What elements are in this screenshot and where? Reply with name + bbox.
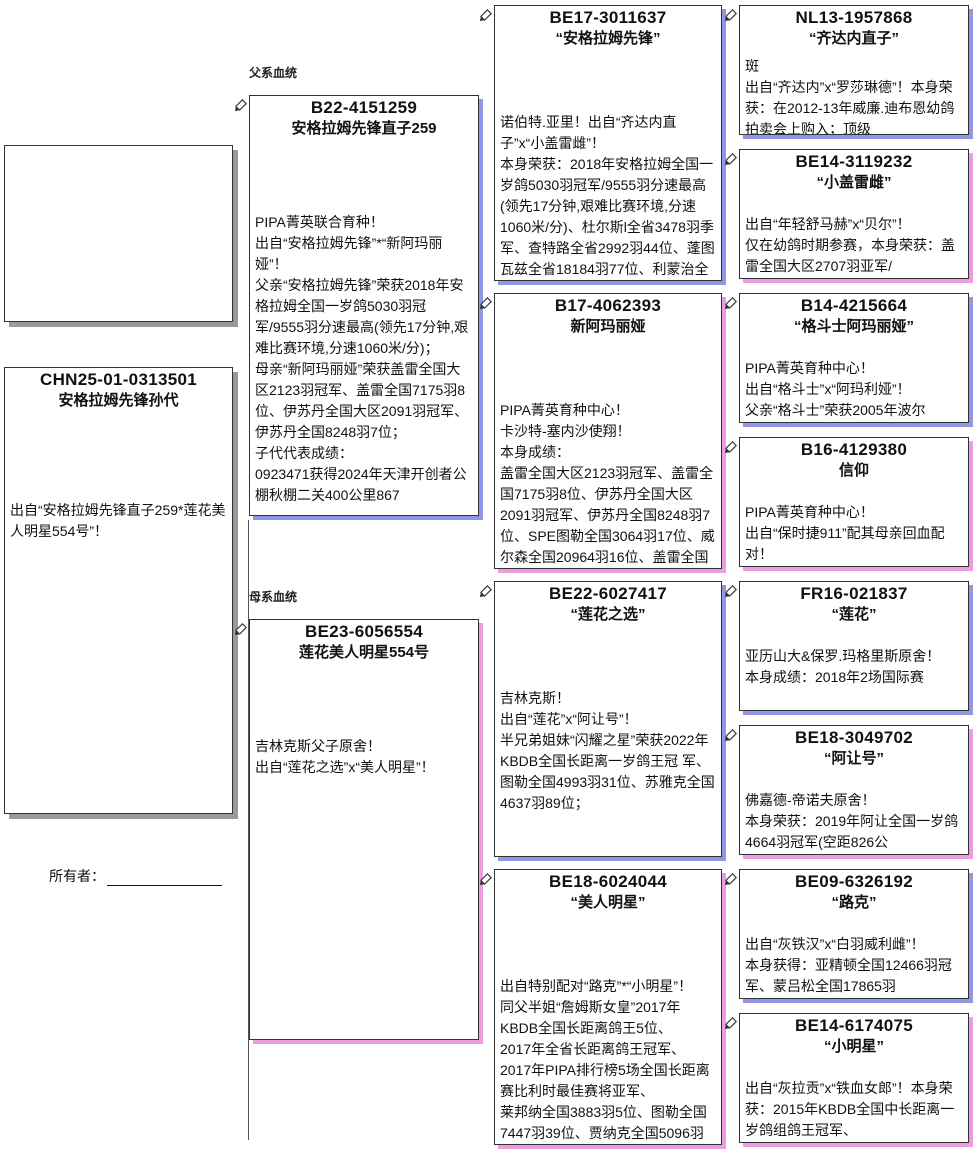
ring-number: B22-4151259: [310, 98, 418, 117]
ring-number: BE14-3119232: [795, 152, 913, 171]
photo-box[interactable]: [4, 145, 233, 322]
ring-number: BE17-3011637: [549, 8, 667, 27]
ring-number: BE18-3049702: [795, 728, 913, 747]
grandsire-maternal-card[interactable]: BE22-6027417 “莲花之选” 吉林克斯！ 出自“莲花”x“阿让号”！ 半兄…: [494, 581, 722, 857]
great-grandparent-card[interactable]: BE09-6326192 “路克” 出自“灰铁汉”x“白羽威利雌”！ 本身获得：亚精…: [739, 869, 969, 999]
subject-card[interactable]: CHN25-01-0313501 安格拉姆先锋孙代出自“安格拉姆先锋直子259*莲…: [4, 367, 233, 814]
great-grandparent-card[interactable]: BE14-3119232 “小盖雷雌” 出自“年轻舒马赫”x“贝尔”！ 仅在幼鸽时期…: [739, 149, 969, 279]
pigeon-name: “莲花”: [831, 606, 877, 623]
pigeon-name: 新阿玛丽娅: [570, 318, 646, 335]
pigeon-description: 吉林克斯！ 出自“莲花”x“阿让号”！ 半兄弟姐妹“闪耀之星”荣获2022年KB…: [500, 690, 715, 811]
pigeon-description: 佛嘉德-帝诺夫原舍！ 本身荣获：2019年阿让全国一岁鸽4664羽冠军(空距82…: [745, 792, 959, 850]
owner-label: 所有者：: [49, 868, 105, 884]
edit-pencil-icon[interactable]: [479, 871, 494, 886]
sire-line-label: 父系血统: [249, 66, 298, 80]
dam-card[interactable]: BE23-6056554 莲花美人明星554号吉林克斯父子原舍！ 出自“莲花之选”…: [249, 619, 479, 1040]
ring-number: BE18-6024044: [549, 872, 667, 891]
ring-number: CHN25-01-0313501: [40, 370, 197, 389]
owner-underline[interactable]: [107, 869, 222, 886]
pigeon-name: “小盖雷雌”: [816, 174, 892, 191]
edit-pencil-icon[interactable]: [479, 7, 494, 22]
edit-pencil-icon[interactable]: [234, 97, 249, 112]
edit-pencil-icon[interactable]: [724, 1015, 739, 1030]
ring-number: BE14-6174075: [795, 1016, 913, 1035]
ring-number: B17-4062393: [554, 296, 662, 315]
pigeon-name: “格斗士阿玛丽娅”: [793, 318, 914, 335]
pigeon-description: 亚历山大&保罗.玛格里斯原舍！ 本身成绩：2018年2场国际赛: [745, 648, 941, 685]
edit-pencil-icon[interactable]: [724, 727, 739, 742]
pigeon-name: “美人明星”: [570, 894, 646, 911]
pigeon-name: “莲花之选”: [570, 606, 646, 623]
great-grandparent-card[interactable]: FR16-021837 “莲花” 亚历山大&保罗.玛格里斯原舍！ 本身成绩：2018…: [739, 581, 969, 711]
ring-number: FR16-021837: [800, 584, 908, 603]
great-grandparent-card[interactable]: BE14-6174075 “小明星” 出自“灰拉贡”x“铁血女郎”！本身荣获：201…: [739, 1013, 969, 1143]
edit-pencil-icon[interactable]: [724, 871, 739, 886]
dam-line-label: 母系血统: [249, 590, 298, 604]
ring-number: BE22-6027417: [549, 584, 667, 603]
great-grandparent-card[interactable]: BE18-3049702 “阿让号” 佛嘉德-帝诺夫原舍！ 本身荣获：2019年阿让…: [739, 725, 969, 855]
pigeon-description: 斑 出自“齐达内”x“罗莎琳德”！本身荣获：在2012-13年威廉.迪布恩幼鸽拍…: [745, 58, 955, 135]
pigeon-name: “小明星”: [823, 1038, 884, 1055]
pigeon-description: PIPA菁英育种中心！ 卡沙特-塞内沙使翔！ 本身成绩： 盖雷全国大区2123羽…: [500, 402, 715, 565]
pigeon-name: “齐达内直子”: [808, 30, 899, 47]
edit-pencil-icon[interactable]: [724, 439, 739, 454]
pigeon-description: PIPA菁英育种中心！ 出自“格斗士”x“阿玛利娅”！ 父亲“格斗士”荣获200…: [745, 360, 926, 418]
pigeon-description: 出自特别配对“路克”*“小明星”！ 同父半姐“詹姆斯女皇”2017年KBDB全国…: [500, 978, 710, 1141]
great-grandparent-card[interactable]: NL13-1957868 “齐达内直子” 斑 出自“齐达内”x“罗莎琳德”！本身荣获…: [739, 5, 969, 135]
granddam-paternal-card[interactable]: B17-4062393 新阿玛丽娅 PIPA菁英育种中心！ 卡沙特-塞内沙使翔！ 本…: [494, 293, 722, 569]
edit-pencil-icon[interactable]: [724, 151, 739, 166]
pigeon-description: 出自“灰拉贡”x“铁血女郎”！本身荣获：2015年KBDB全国中长距离一岁鸽组鸽…: [745, 1080, 955, 1138]
pigeon-name: “路克”: [831, 894, 877, 911]
edit-pencil-icon[interactable]: [724, 583, 739, 598]
pigeon-description: 诺伯特.亚里！出自“齐达内直子”x“小盖雷雌”！ 本身荣获：2018年安格拉姆全…: [500, 114, 715, 277]
pigeon-description: PIPA菁英联合育种！ 出自“安格拉姆先锋”*“新阿玛丽娅”！ 父亲“安格拉姆先…: [255, 214, 469, 503]
pigeon-name: 安格拉姆先锋直子259: [291, 120, 437, 137]
edit-pencil-icon[interactable]: [479, 583, 494, 598]
edit-pencil-icon[interactable]: [724, 7, 739, 22]
pigeon-name: 安格拉姆先锋孙代: [58, 392, 179, 409]
pigeon-description: PIPA菁英育种中心！ 出自“保时捷911”配其母亲回血配对！: [745, 504, 945, 562]
edit-pencil-icon[interactable]: [479, 295, 494, 310]
edit-pencil-icon[interactable]: [724, 295, 739, 310]
ring-number: BE23-6056554: [305, 622, 423, 641]
ring-number: BE09-6326192: [795, 872, 913, 891]
grandsire-paternal-card[interactable]: BE17-3011637 “安格拉姆先锋” 诺伯特.亚里！出自“齐达内直子”x“小盖…: [494, 5, 722, 281]
pigeon-description: 吉林克斯父子原舍！ 出自“莲花之选”x“美人明星”！: [255, 738, 435, 775]
pigeon-description: 出自“灰铁汉”x“白羽威利雌”！ 本身获得：亚精顿全国12466羽冠军、蒙吕松全…: [745, 936, 952, 994]
ring-number: B16-4129380: [800, 440, 908, 459]
ring-number: B14-4215664: [800, 296, 908, 315]
pigeon-name: 信仰: [838, 462, 869, 479]
connector-line: [248, 520, 249, 1140]
edit-pencil-icon[interactable]: [234, 621, 249, 636]
pigeon-description: 出自“年轻舒马赫”x“贝尔”！ 仅在幼鸽时期参赛，本身荣获：盖雷全国大区2707…: [745, 216, 955, 274]
ring-number: NL13-1957868: [795, 8, 913, 27]
pigeon-name: “阿让号”: [823, 750, 884, 767]
great-grandparent-card[interactable]: B14-4215664 “格斗士阿玛丽娅” PIPA菁英育种中心！ 出自“格斗士”x…: [739, 293, 969, 423]
granddam-maternal-card[interactable]: BE18-6024044 “美人明星” 出自特别配对“路克”*“小明星”！ 同父半姐…: [494, 869, 722, 1145]
great-grandparent-card[interactable]: B16-4129380 信仰 PIPA菁英育种中心！ 出自“保时捷911”配其母亲回…: [739, 437, 969, 567]
pigeon-description: 出自“安格拉姆先锋直子259*莲花美人明星554号”！: [10, 502, 226, 539]
pigeon-name: 莲花美人明星554号: [298, 644, 430, 661]
owner-field[interactable]: 所有者：: [49, 866, 222, 886]
pigeon-name: “安格拉姆先锋”: [555, 30, 661, 47]
